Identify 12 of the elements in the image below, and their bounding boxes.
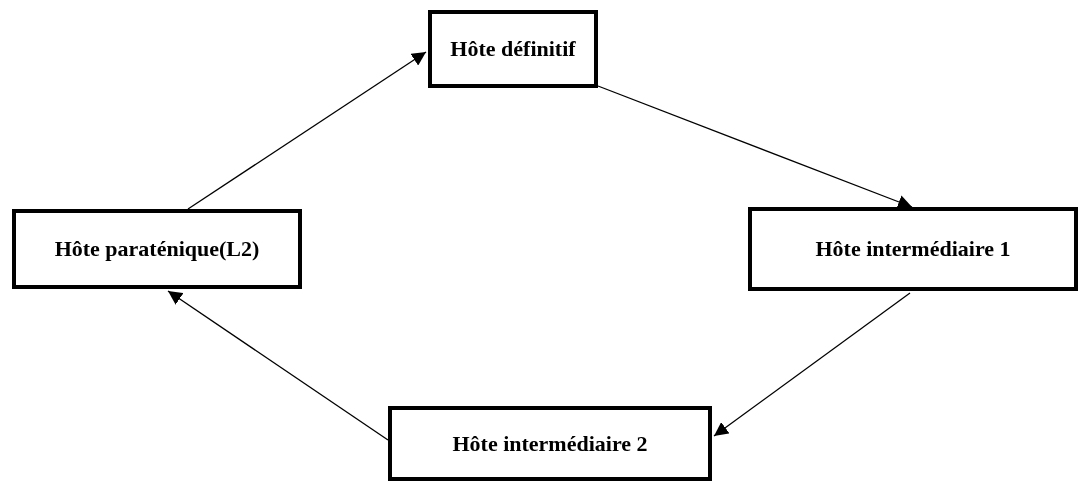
host-box [12, 209, 302, 289]
host-label: Hôte intermédiaire 1 [815, 236, 1011, 262]
host-box [388, 406, 712, 481]
host-label: Hôte définitif [450, 36, 576, 62]
host-label: Hôte paraténique(L2) [54, 236, 260, 262]
host-box [748, 207, 1078, 291]
host-box [428, 10, 598, 88]
arrow [187, 51, 427, 210]
arrow [597, 85, 913, 209]
arrow [167, 290, 389, 441]
arrow [713, 292, 911, 437]
host-label: Hôte intermédiaire 2 [452, 430, 648, 457]
